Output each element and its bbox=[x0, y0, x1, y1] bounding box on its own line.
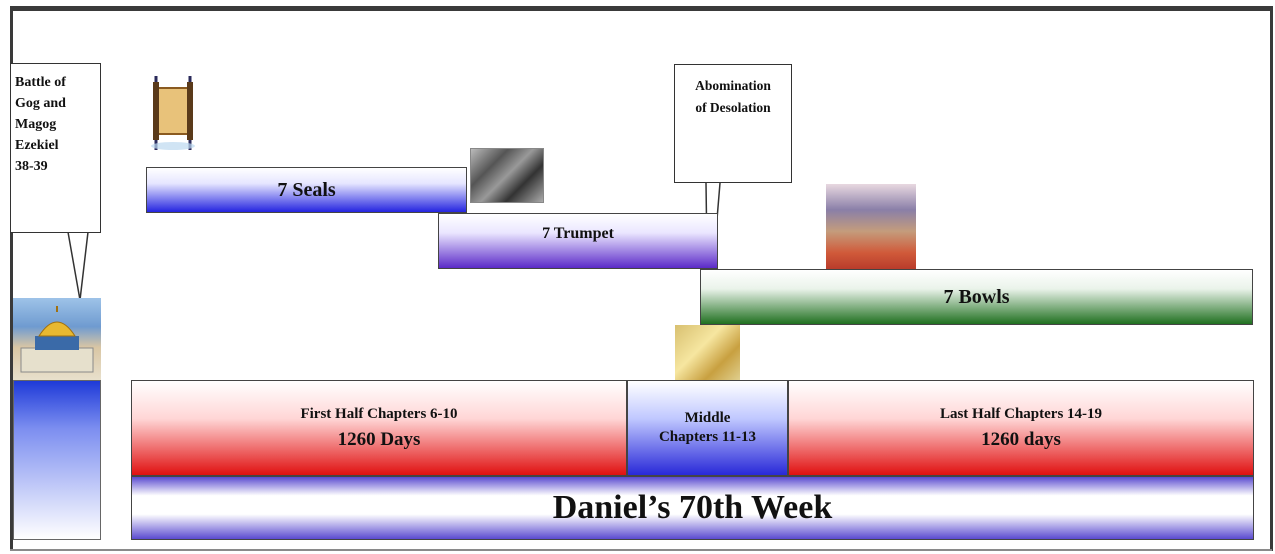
frame-right-border bbox=[1270, 6, 1273, 551]
gog-callout-line: 38-39 bbox=[15, 159, 48, 174]
frame-left-border bbox=[10, 6, 13, 551]
frame-top-border bbox=[10, 6, 1272, 11]
gog-callout-pointer bbox=[67, 231, 89, 301]
scroll-icon bbox=[147, 76, 199, 154]
gog-callout-line: Gog and bbox=[15, 96, 66, 111]
seventieth-week-bar: Daniel’s 70th Week bbox=[131, 476, 1254, 540]
first-half-segment: First Half Chapters 6-10 1260 Days bbox=[131, 380, 627, 476]
middle-segment: Middle Chapters 11-13 bbox=[627, 380, 788, 476]
bowl-image bbox=[826, 184, 916, 270]
gog-callout-line: Magog bbox=[15, 117, 57, 132]
first-half-days: 1260 Days bbox=[337, 428, 421, 450]
bowls-label: 7 Bowls bbox=[943, 285, 1010, 308]
bowls-bar: 7 Bowls bbox=[700, 269, 1253, 325]
middle-chapters: Chapters 11-13 bbox=[658, 429, 757, 445]
last-half-segment: Last Half Chapters 14-19 1260 days bbox=[788, 380, 1254, 476]
seals-label: 7 Seals bbox=[277, 178, 336, 201]
gog-magog-callout: Battle of Gog and Magog Ezekiel 38-39 bbox=[10, 63, 101, 233]
left-column-bar bbox=[13, 380, 101, 540]
frame-bottom-border bbox=[10, 549, 1272, 551]
middle-title: Middle bbox=[684, 410, 731, 426]
gog-callout-line: Battle of bbox=[15, 75, 66, 90]
abomination-callout-line: of Desolation bbox=[695, 100, 771, 115]
last-half-days: 1260 days bbox=[981, 428, 1061, 450]
gog-callout-line: Ezekiel bbox=[15, 138, 59, 153]
trumpet-image bbox=[470, 148, 544, 203]
last-half-title: Last Half Chapters 14-19 bbox=[939, 405, 1103, 422]
abomination-callout: Abomination of Desolation bbox=[674, 64, 792, 183]
abomination-callout-line: Abomination bbox=[695, 78, 771, 93]
middle-image bbox=[675, 325, 740, 381]
seals-bar: 7 Seals bbox=[146, 167, 467, 213]
first-half-title: First Half Chapters 6-10 bbox=[300, 405, 458, 422]
dome-of-the-rock-image bbox=[13, 298, 101, 380]
seventieth-week-label: Daniel’s 70th Week bbox=[552, 489, 833, 526]
trumpet-label: 7 Trumpet bbox=[542, 225, 614, 242]
trumpet-bar: 7 Trumpet bbox=[438, 213, 718, 269]
timeline-halves: First Half Chapters 6-10 1260 Days Middl… bbox=[131, 380, 1254, 476]
